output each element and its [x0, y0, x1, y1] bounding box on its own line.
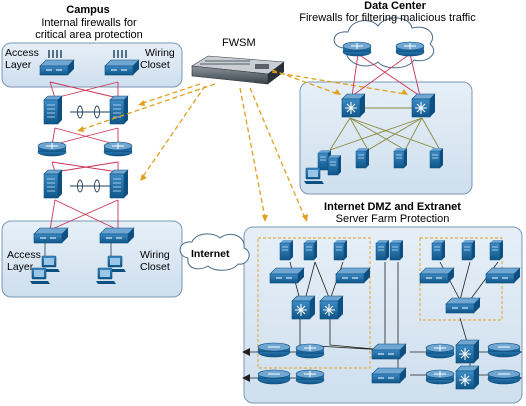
access-layer-top-label-2: Layer: [5, 59, 32, 71]
wiring-closet-top-label-1: Wiring: [145, 47, 175, 59]
access-switch-top-right: [104, 59, 140, 76]
campus-router-2: [103, 141, 133, 157]
access-layer-top-label-1: Access: [5, 47, 39, 59]
access-switch-bottom-right: [99, 227, 135, 244]
access-layer-bottom-label-2: Layer: [7, 261, 34, 273]
campus-firewall-4: [109, 169, 129, 199]
dmz-server-6: [431, 239, 446, 261]
port-bars: [48, 50, 127, 58]
fwsm-module: [191, 55, 285, 85]
dc-olive-links: [329, 107, 441, 151]
campus-red-links: [49, 81, 119, 231]
dmz-server-5: [389, 239, 404, 261]
dmz-firewall-router-2: [295, 369, 325, 385]
dmz-switch-5: [455, 365, 480, 390]
dmz-edge-router-4: [487, 369, 521, 385]
wiring-closet-bottom-label-2: Closet: [140, 261, 170, 273]
dmz-edge-router-2: [257, 369, 291, 385]
dc-server-5: [429, 147, 444, 169]
dmz-title: Internet DMZ and Extranet: [324, 201, 461, 213]
dmz-switch-2: [319, 295, 344, 320]
dmz-appliance-1: [269, 267, 305, 284]
dmz-server-8: [489, 239, 504, 261]
campus-top-panel: [1, 42, 183, 88]
dc-router-2: [395, 41, 425, 57]
dmz-server-2: [303, 239, 318, 261]
dmz-server-7: [461, 239, 476, 261]
access-switch-top-left: [39, 59, 75, 76]
dmz-firewall-router-4: [425, 369, 455, 385]
campus-subtitle-line1: Internal firewalls for: [41, 17, 137, 29]
access-layer-bottom-label-1: Access: [7, 249, 41, 261]
data-center-title: Data Center: [364, 0, 426, 12]
dc-switch-2: [411, 93, 436, 118]
dmz-firewall-router-3: [425, 343, 455, 359]
dmz-appliance-4: [485, 267, 521, 284]
data-center-panel: [299, 81, 473, 195]
dmz-server-3: [333, 239, 348, 261]
dmz-appliance-2: [335, 267, 371, 284]
dmz-edge-router-1: [257, 342, 291, 358]
campus-firewall-1: [43, 95, 63, 125]
fwsm-deployment-arrows: [79, 69, 406, 219]
internet-cloud: [179, 233, 250, 271]
dc-router-1: [342, 41, 372, 57]
data-center-subtitle: Firewalls for filtering malicious traffi…: [299, 12, 476, 24]
dmz-core-switch-1: [371, 343, 407, 360]
dc-server-2: [327, 154, 342, 176]
dc-server-3: [355, 147, 370, 169]
dmz-core-switch-2: [371, 367, 407, 384]
campus-title: Campus: [66, 4, 110, 16]
dc-switch-1: [341, 93, 366, 118]
campus-subtitle-line2: critical area protection: [35, 29, 143, 41]
dmz-appliance-3: [419, 267, 455, 284]
arrow-heads: [77, 89, 408, 222]
fwsm-label: FWSM: [222, 37, 256, 49]
access-switch-bottom-left: [33, 227, 69, 244]
dmz-edge-router-3: [487, 342, 521, 358]
dmz-server-1: [279, 239, 294, 261]
internet-label: Internet: [191, 248, 230, 260]
campus-firewall-2: [109, 95, 129, 125]
wiring-closet-bottom-label-1: Wiring: [140, 249, 170, 261]
dc-server-4: [393, 147, 408, 169]
dmz-switch-1: [291, 295, 316, 320]
dmz-firewall-router-1: [295, 343, 325, 359]
dmz-switch-3: [445, 297, 481, 314]
dmz-switch-4: [455, 339, 480, 364]
dmz-subtitle: Server Farm Protection: [335, 213, 450, 225]
campus-dark-links: [70, 105, 110, 193]
wiring-closet-top-label-2: Closet: [140, 59, 170, 71]
campus-firewall-3: [43, 169, 63, 199]
campus-router-1: [37, 141, 67, 157]
dc-red-links: [351, 53, 421, 97]
dmz-server-4: [375, 239, 390, 261]
